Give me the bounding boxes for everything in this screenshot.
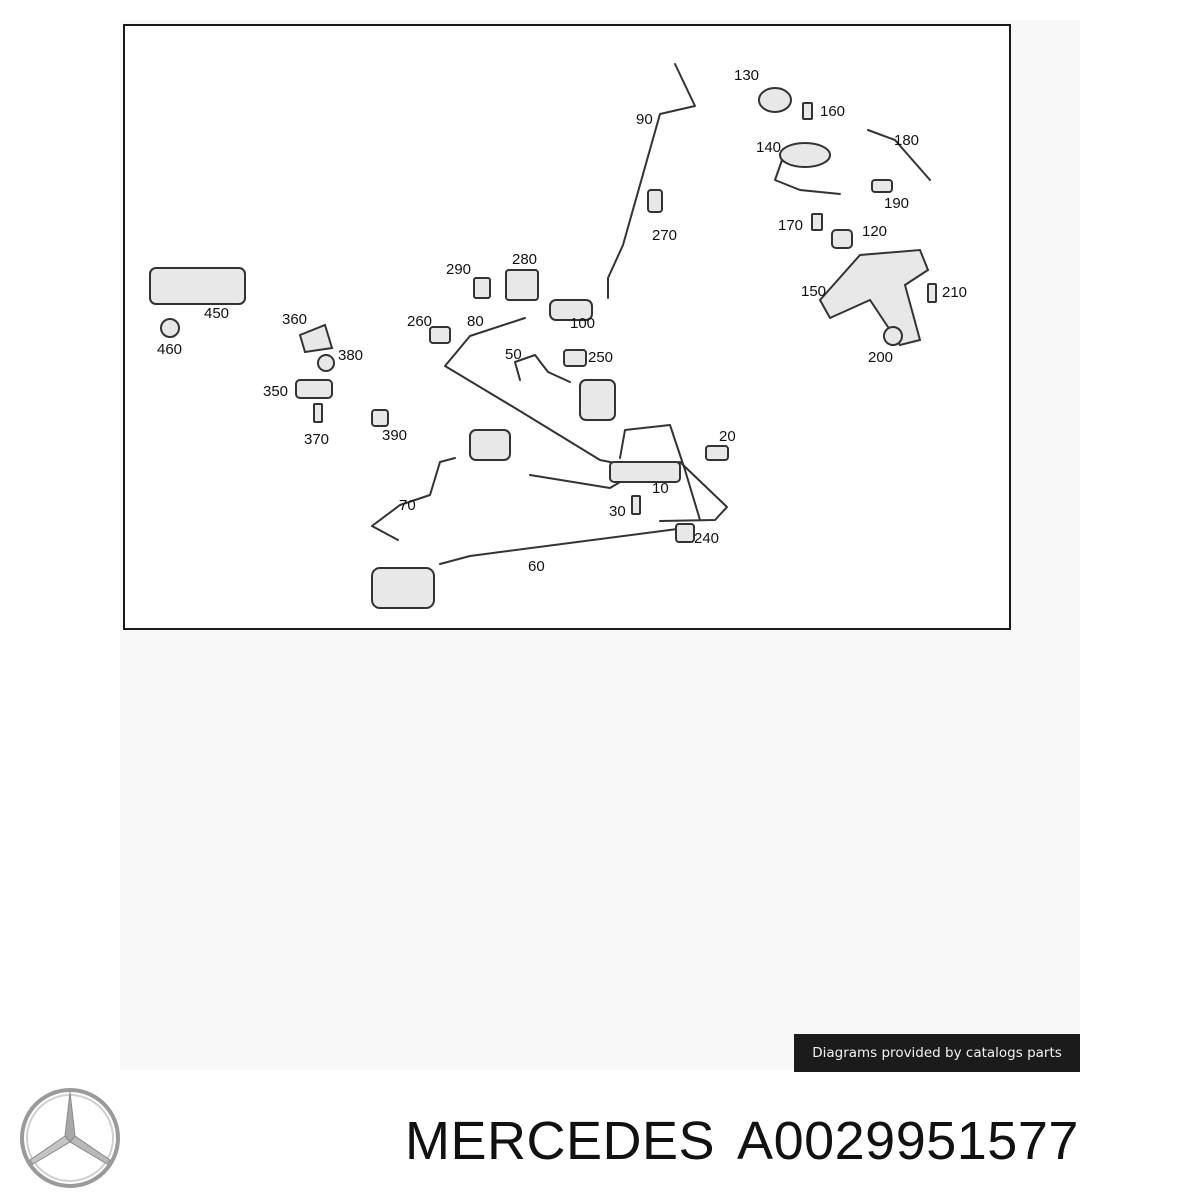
- product-title: MERCEDES A0029951577: [405, 1108, 1079, 1174]
- distributor-10: [609, 461, 681, 483]
- diagram-credit-badge: Diagrams provided by catalogs parts: [794, 1034, 1080, 1072]
- callout-250: 250: [588, 349, 613, 366]
- callout-20: 20: [719, 428, 736, 445]
- bolt-370: [313, 403, 323, 423]
- sensor-130: [758, 87, 792, 113]
- callout-70: 70: [399, 497, 416, 514]
- callout-350: 350: [263, 383, 288, 400]
- callout-60: 60: [528, 558, 545, 575]
- callout-260: 260: [407, 313, 432, 330]
- brake-pipe-20: [619, 424, 701, 521]
- callout-10: 10: [652, 480, 669, 497]
- callout-290: 290: [446, 261, 471, 278]
- clip-270: [647, 189, 663, 213]
- callout-180: 180: [894, 132, 919, 149]
- brake-pipe-90: [607, 63, 696, 299]
- connector-190: [871, 179, 893, 193]
- callout-80: 80: [467, 313, 484, 330]
- callout-50: 50: [505, 346, 522, 363]
- part-number: A0029951577: [737, 1111, 1079, 1171]
- actuator-350: [295, 379, 333, 399]
- bolt-210: [927, 283, 937, 303]
- callout-170: 170: [778, 217, 803, 234]
- callout-360: 360: [282, 311, 307, 328]
- callout-100: 100: [570, 315, 595, 332]
- callout-460: 460: [157, 341, 182, 358]
- callout-120: 120: [862, 223, 887, 240]
- callout-270: 270: [652, 227, 677, 244]
- module-450: [149, 267, 246, 305]
- cable-tie-180: [867, 129, 931, 181]
- callout-30: 30: [609, 503, 626, 520]
- pump-unit: [371, 567, 435, 609]
- callout-390: 390: [382, 427, 407, 444]
- callout-280: 280: [512, 251, 537, 268]
- brand-name: MERCEDES: [405, 1111, 716, 1171]
- brake-pipe-60: [439, 527, 686, 565]
- callout-200: 200: [868, 349, 893, 366]
- nut-380: [317, 354, 335, 372]
- three-pointed-star-icon: [20, 1088, 120, 1188]
- callout-150: 150: [801, 283, 826, 300]
- callout-90: 90: [636, 111, 653, 128]
- clip-260: [429, 326, 451, 344]
- bolt-290: [473, 277, 491, 299]
- bolt-160: [802, 102, 813, 120]
- sensor-20: [705, 445, 729, 461]
- callout-190: 190: [884, 195, 909, 212]
- bolt-170: [811, 213, 823, 231]
- valve-100: [549, 299, 593, 321]
- bracket-150: [818, 248, 930, 347]
- sensor-wire-140: [774, 159, 841, 195]
- brake-pipe-50: [514, 354, 571, 383]
- clip-250: [563, 349, 587, 367]
- bracket-360: [298, 323, 334, 354]
- grommet-460: [160, 318, 180, 338]
- callout-450: 450: [204, 305, 229, 322]
- bolt-30: [631, 495, 641, 515]
- callout-140: 140: [756, 139, 781, 156]
- callout-210: 210: [942, 284, 967, 301]
- brake-pipe-70: [371, 457, 456, 541]
- callout-380: 380: [338, 347, 363, 364]
- sensor-120: [831, 229, 853, 249]
- slave-cylinder: [469, 429, 511, 461]
- clip-390: [371, 409, 389, 427]
- callout-240: 240: [694, 530, 719, 547]
- parts-diagram: [123, 24, 1011, 630]
- callout-370: 370: [304, 431, 329, 448]
- master-cylinder: [579, 379, 616, 421]
- callout-130: 130: [734, 67, 759, 84]
- bushing-200: [883, 326, 903, 346]
- bracket-280: [505, 269, 539, 301]
- sensor-140: [779, 142, 831, 168]
- clip-240: [675, 523, 695, 543]
- callout-160: 160: [820, 103, 845, 120]
